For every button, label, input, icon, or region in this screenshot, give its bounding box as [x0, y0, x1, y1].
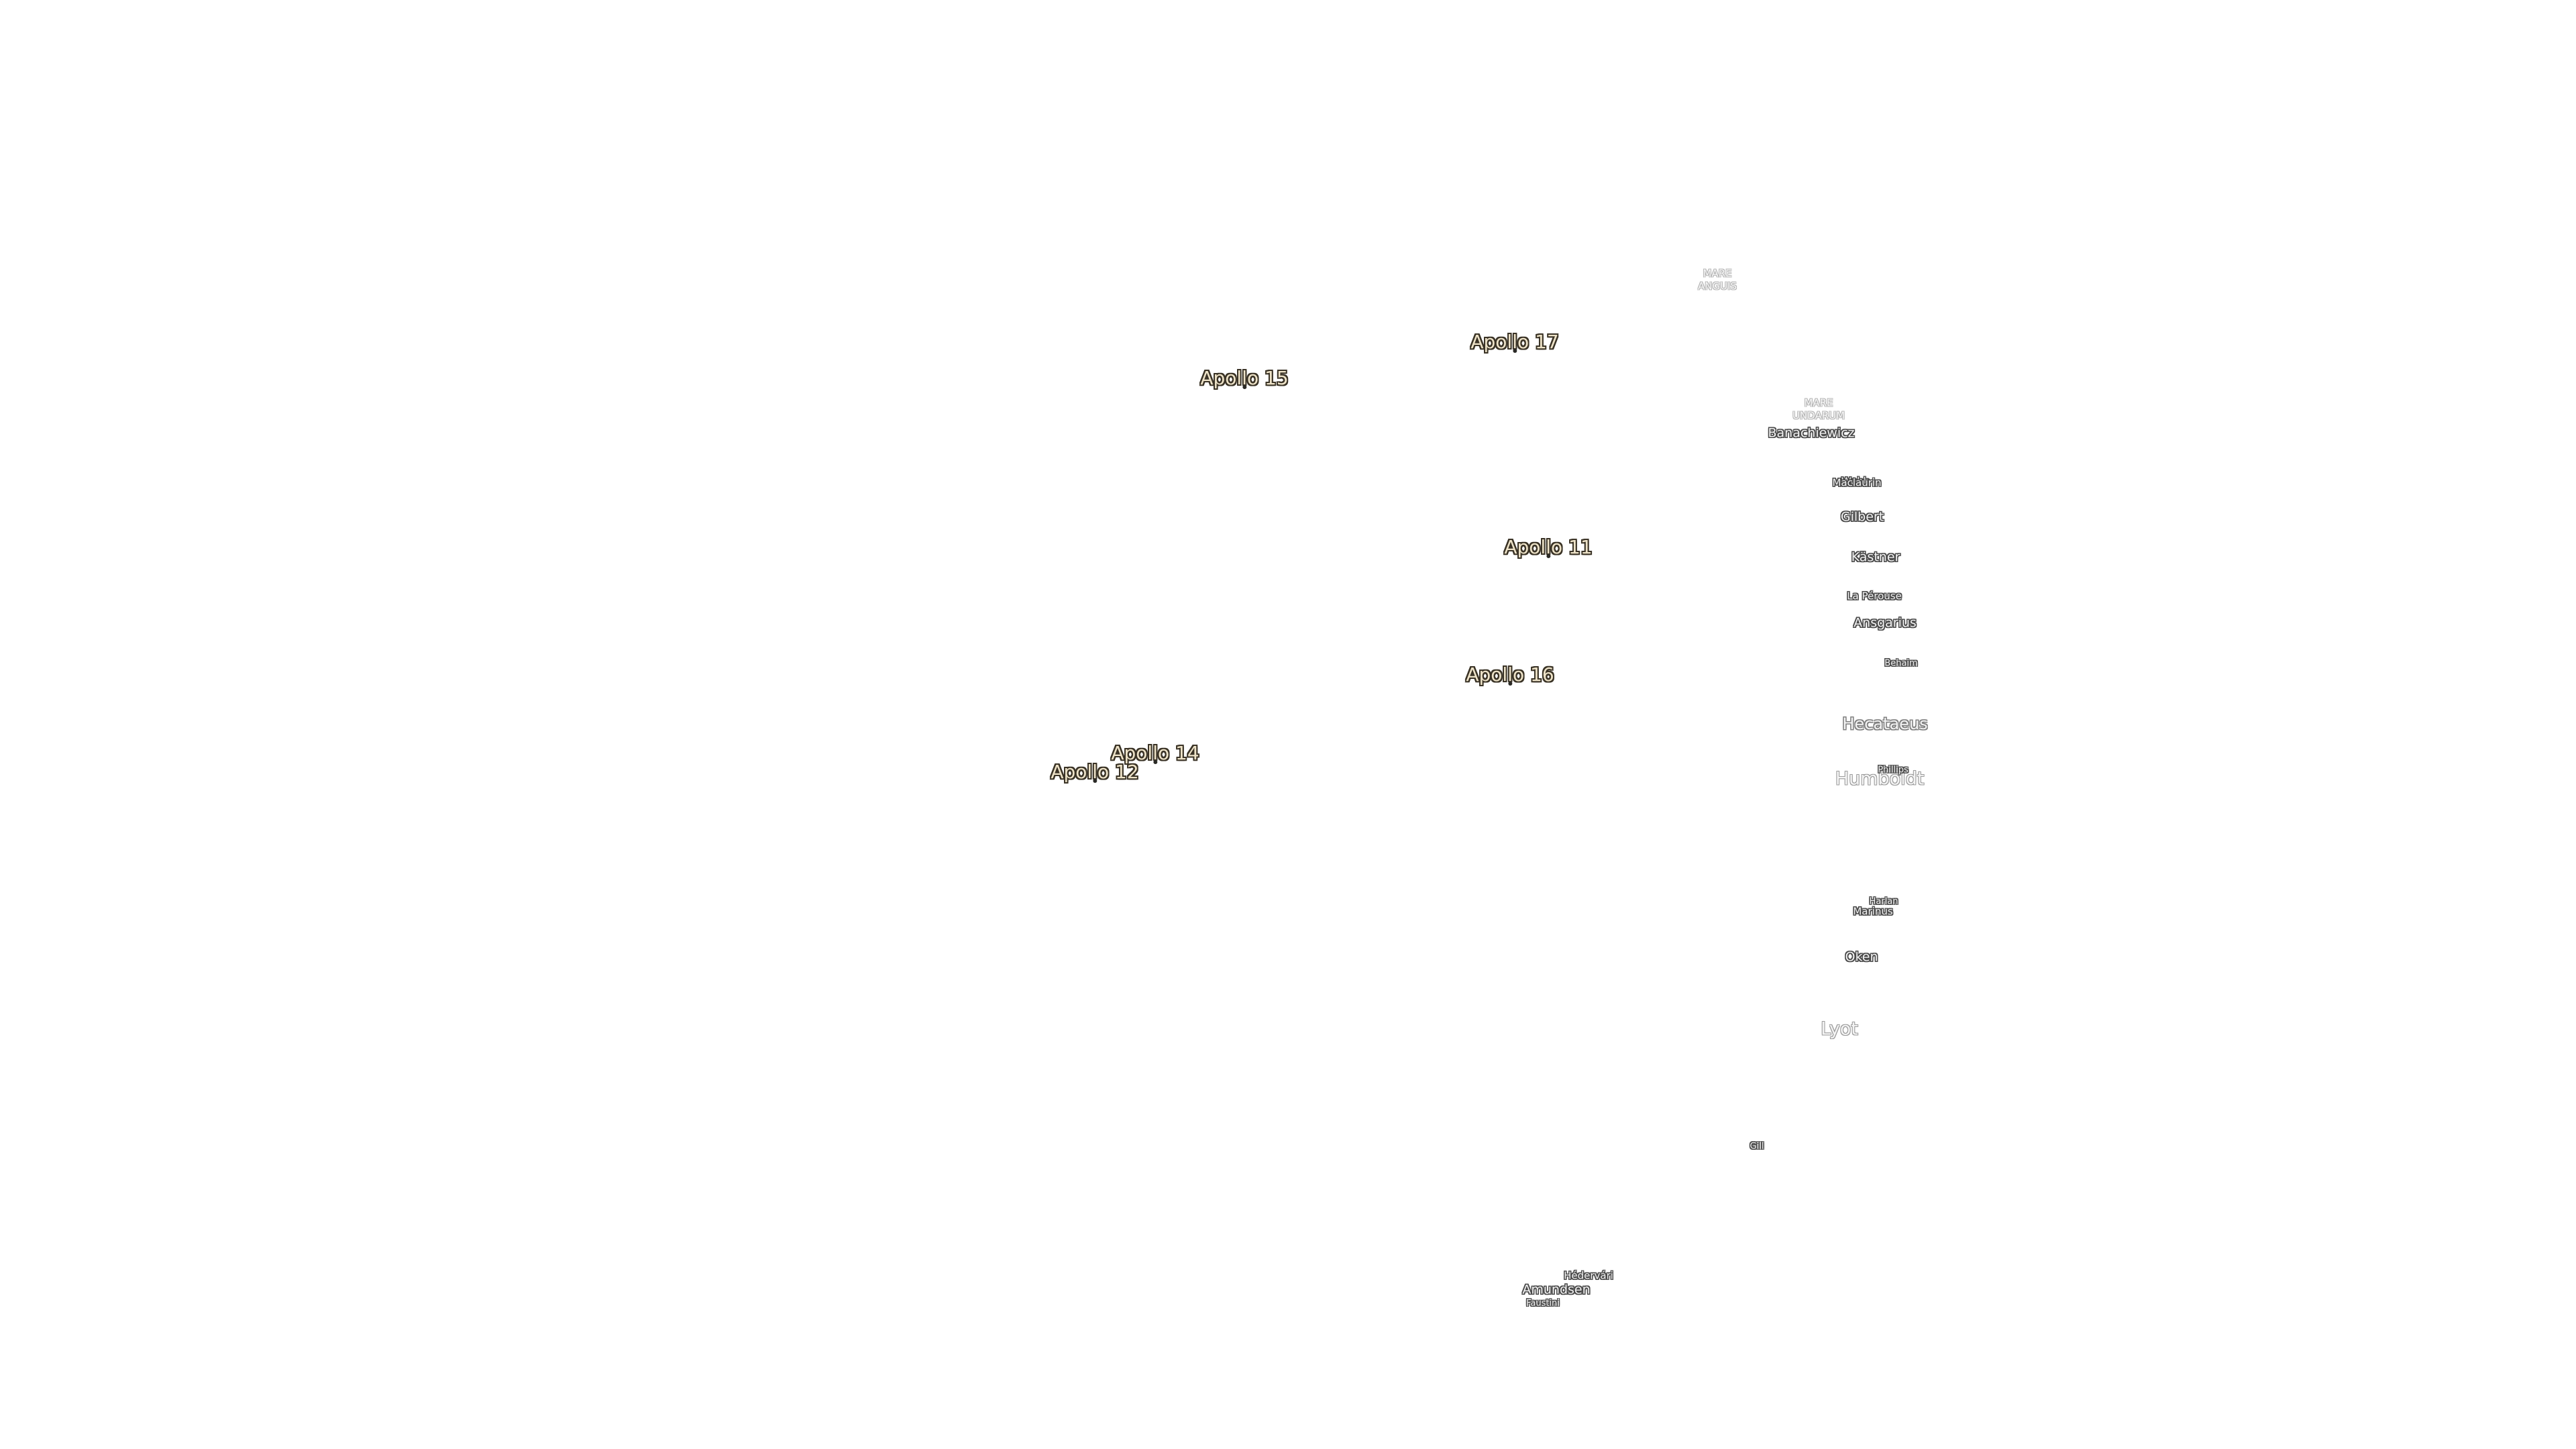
- crater-hedervari-label[interactable]: Hédervári: [1564, 1269, 1613, 1282]
- apollo-12-marker: [1093, 779, 1097, 783]
- crater-phillips-label[interactable]: Phillips: [1878, 765, 1909, 775]
- mare-anguis-line2: ANGUIS: [1697, 280, 1737, 292]
- crater-ansgarius-label[interactable]: Ansgarius: [1854, 615, 1917, 631]
- crater-harlan-label[interactable]: Harlan: [1869, 896, 1898, 907]
- apollo-11-label[interactable]: Apollo 11: [1504, 536, 1593, 558]
- apollo-12-name: Apollo 12: [1051, 761, 1139, 783]
- crater-marinus-label[interactable]: Marinus: [1853, 905, 1893, 918]
- crater-oken-label[interactable]: Oken: [1845, 949, 1878, 965]
- crater-amundsen-label[interactable]: Amundsen: [1522, 1282, 1591, 1297]
- apollo-12-label[interactable]: Apollo 12: [1051, 761, 1139, 783]
- crater-maclaurin-label[interactable]: Maclaurin: [1832, 476, 1882, 489]
- apollo-14-marker: [1153, 760, 1157, 764]
- mare-anguis-line1: MARE: [1703, 267, 1732, 280]
- crater-la-perouse-label[interactable]: La Pérouse: [1847, 590, 1902, 602]
- crater-hecataeus-label[interactable]: Hecataeus: [1842, 714, 1928, 733]
- mare-undarum-line1: MARE: [1804, 396, 1833, 409]
- crater-webb-label[interactable]: Webb: [1841, 475, 1870, 488]
- apollo-17-marker: [1513, 349, 1517, 353]
- apollo-11-marker: [1546, 554, 1550, 558]
- apollo-15-name: Apollo 15: [1200, 367, 1289, 389]
- mare-undarum-label: MARE UNDARUM: [1792, 396, 1845, 422]
- crater-humboldt-label[interactable]: Humboldt: [1835, 768, 1925, 790]
- apollo-15-label[interactable]: Apollo 15: [1200, 367, 1289, 389]
- crater-gill-label[interactable]: Gill: [1750, 1141, 1764, 1152]
- crater-faustini-label[interactable]: Faustini: [1526, 1298, 1560, 1309]
- apollo-16-label[interactable]: Apollo 16: [1466, 663, 1554, 686]
- apollo-17-name: Apollo 17: [1470, 331, 1559, 353]
- apollo-15-marker: [1242, 385, 1246, 389]
- apollo-11-name: Apollo 11: [1504, 536, 1593, 558]
- crater-banachiewicz-label[interactable]: Banachiewicz: [1768, 425, 1855, 441]
- apollo-14-name: Apollo 14: [1111, 742, 1199, 764]
- apollo-16-marker: [1508, 682, 1512, 686]
- apollo-16-name: Apollo 16: [1466, 663, 1554, 686]
- crater-lyot-label[interactable]: Lyot: [1821, 1018, 1858, 1040]
- apollo-17-label[interactable]: Apollo 17: [1470, 331, 1559, 353]
- crater-gilbert-label[interactable]: Gilbert: [1840, 509, 1884, 525]
- apollo-14-label[interactable]: Apollo 14: [1111, 742, 1199, 764]
- mare-undarum-line2: UNDARUM: [1792, 409, 1845, 421]
- crater-behaim-label[interactable]: Behaim: [1884, 658, 1918, 669]
- crater-kastner-label[interactable]: Kästner: [1851, 549, 1900, 565]
- mare-anguis-label: MARE ANGUIS: [1698, 267, 1737, 292]
